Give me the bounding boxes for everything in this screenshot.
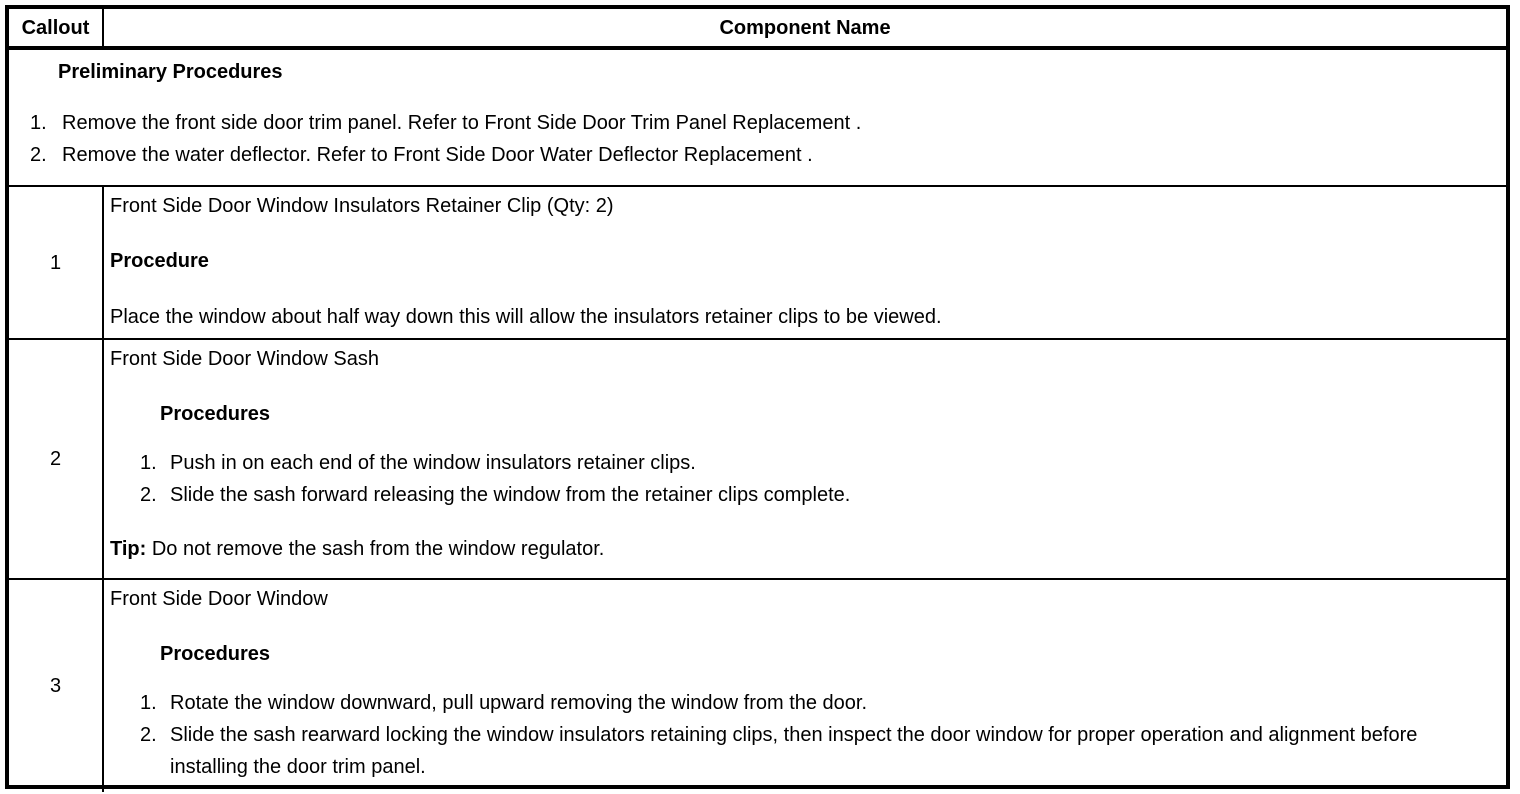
procedure-step: 2. Slide the sash forward releasing the … — [110, 479, 1490, 511]
procedure-steps-list: 1. Rotate the window downward, pull upwa… — [110, 687, 1490, 783]
tip-label: Tip: — [110, 538, 147, 560]
step-number: 2. — [140, 484, 157, 506]
table-header-row: Callout Component Name — [9, 9, 1506, 50]
procedures-heading: Procedures — [160, 403, 271, 425]
tip: Tip: Do not remove the sash from the win… — [110, 533, 1490, 565]
step-number: 2. — [140, 724, 157, 746]
table-row-callout-3: 3 Front Side Door Window Procedures 1. R… — [9, 580, 1506, 792]
procedure-heading: Procedure — [110, 250, 209, 272]
procedure-text: Place the window about half way down thi… — [110, 306, 942, 328]
component-name-column-header: Component Name — [719, 16, 891, 39]
step-text: Remove the front side door trim panel. R… — [62, 112, 862, 134]
table-row-callout-2: 2 Front Side Door Window Sash Procedures… — [9, 340, 1506, 580]
component-title: Front Side Door Window Insulators Retain… — [110, 195, 614, 217]
component-cell: Front Side Door Window Sash Procedures 1… — [104, 340, 1506, 578]
tip-text: Do not remove the sash from the window r… — [151, 538, 605, 560]
step-number: 2. — [30, 144, 47, 166]
preliminary-procedures-section: Preliminary Procedures 1. Remove the fro… — [9, 56, 1506, 187]
component-cell: Front Side Door Window Insulators Retain… — [104, 187, 1506, 338]
callout-number-cell: 3 — [9, 580, 104, 792]
callout-column-header: Callout — [9, 9, 104, 46]
step-text: Remove the water deflector. Refer to Fro… — [62, 144, 813, 166]
procedure-steps-list: 1. Push in on each end of the window ins… — [110, 447, 1490, 511]
step-text: Rotate the window downward, pull upward … — [170, 692, 868, 714]
preliminary-procedures-title: Preliminary Procedures — [58, 61, 283, 83]
step-text: Push in on each end of the window insula… — [170, 452, 696, 474]
procedure-step: 1. Push in on each end of the window ins… — [110, 447, 1490, 479]
callout-number-cell: 1 — [9, 187, 104, 338]
component-title: Front Side Door Window Sash — [110, 348, 380, 370]
step-number: 1. — [140, 692, 157, 714]
callout-number-cell: 2 — [9, 340, 104, 578]
procedure-step: 1. Rotate the window downward, pull upwa… — [110, 687, 1490, 719]
step-number: 1. — [140, 452, 157, 474]
procedures-heading: Procedures — [160, 643, 271, 665]
preliminary-step: 2. Remove the water deflector. Refer to … — [9, 139, 1506, 171]
preliminary-steps-list: 1. Remove the front side door trim panel… — [9, 107, 1506, 171]
step-text: Slide the sash rearward locking the wind… — [170, 724, 1418, 778]
step-text: Slide the sash forward releasing the win… — [170, 484, 851, 506]
step-number: 1. — [30, 112, 47, 134]
preliminary-step: 1. Remove the front side door trim panel… — [9, 107, 1506, 139]
component-title: Front Side Door Window — [110, 588, 328, 610]
component-cell: Front Side Door Window Procedures 1. Rot… — [104, 580, 1506, 792]
table-row-callout-1: 1 Front Side Door Window Insulators Reta… — [9, 187, 1506, 340]
procedure-step: 2. Slide the sash rearward locking the w… — [110, 719, 1490, 783]
callout-component-table: Callout Component Name Preliminary Proce… — [5, 5, 1510, 792]
